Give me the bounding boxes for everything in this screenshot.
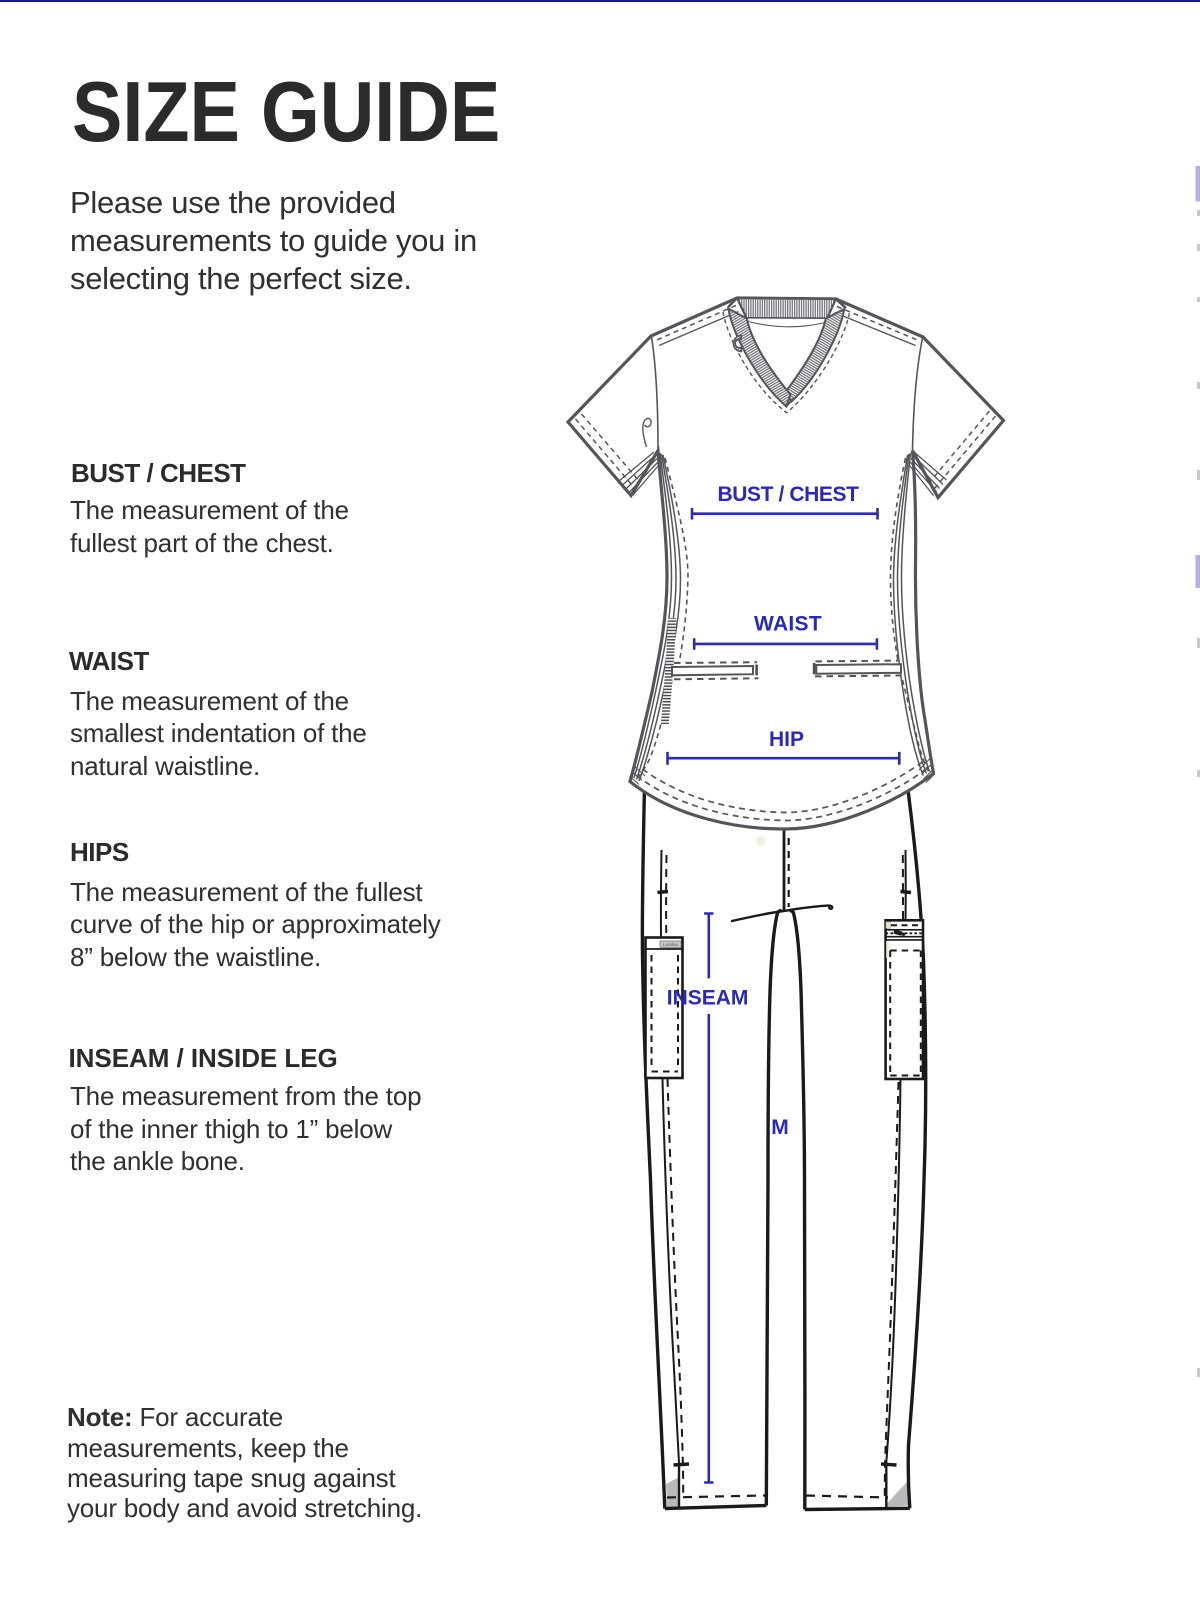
svg-text:INSEAM: INSEAM	[667, 986, 749, 1009]
svg-text:WAIST: WAIST	[754, 613, 822, 636]
svg-text:BUST / CHEST: BUST / CHEST	[717, 483, 859, 506]
svg-text:Landau: Landau	[663, 942, 679, 947]
svg-text:M: M	[771, 1116, 789, 1139]
svg-text:HIP: HIP	[769, 728, 804, 751]
